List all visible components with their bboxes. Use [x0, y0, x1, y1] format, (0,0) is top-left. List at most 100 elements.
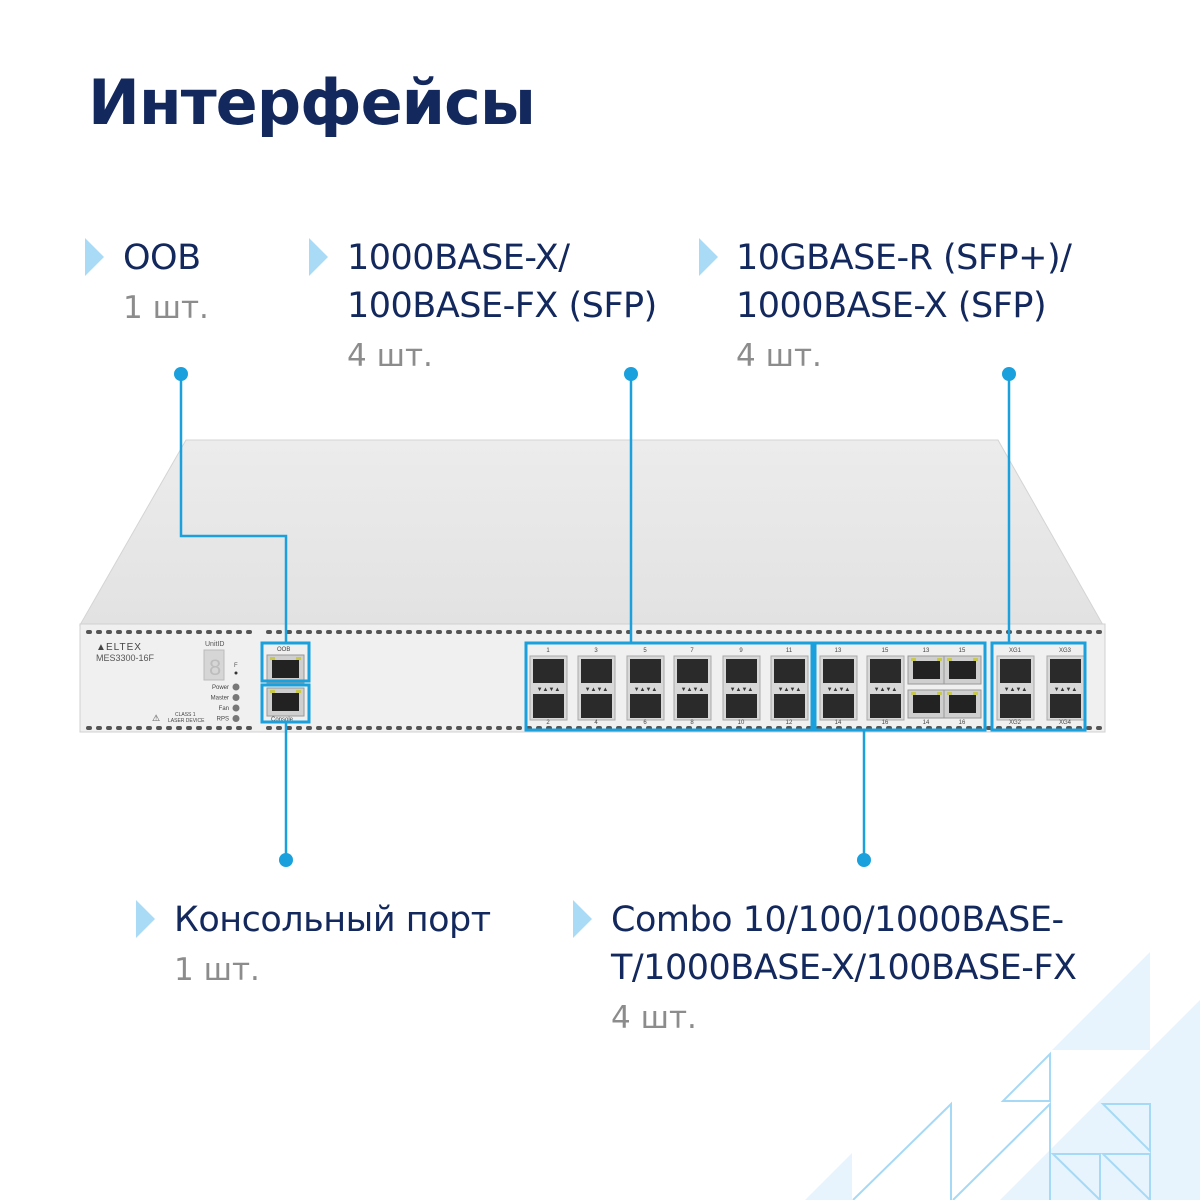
sfp-port-cage-bottom — [726, 694, 757, 718]
vent-hole — [226, 726, 232, 730]
vent-hole — [306, 630, 312, 634]
port-number: 10 — [738, 720, 745, 726]
port-arrows-icon: ▼▲▼▲ — [537, 687, 561, 693]
vent-hole — [126, 630, 132, 634]
vent-hole — [516, 726, 522, 730]
led-label: Fan — [219, 706, 229, 712]
vent-hole — [266, 630, 272, 634]
port-arrows-icon: ▼▲▼▲ — [1054, 687, 1078, 693]
vent-hole — [926, 630, 932, 634]
vent-hole — [416, 726, 422, 730]
vent-hole — [476, 630, 482, 634]
vent-hole — [806, 630, 812, 634]
vent-hole — [366, 726, 372, 730]
vent-hole — [676, 630, 682, 634]
vent-hole — [936, 630, 942, 634]
svg-text:Console: Console — [271, 717, 294, 723]
port-arrows-icon: ▼▲▼▲ — [778, 687, 802, 693]
vent-hole — [736, 630, 742, 634]
vent-hole — [476, 726, 482, 730]
link-led — [947, 658, 952, 661]
link-led — [270, 657, 275, 660]
vent-hole — [196, 726, 202, 730]
port-arrows-icon: ▼▲▼▲ — [827, 687, 851, 693]
port-number: XG2 — [1009, 720, 1022, 726]
vent-hole — [696, 630, 702, 634]
port-arrows-icon: ▼▲▼▲ — [1004, 687, 1028, 693]
sfp-port-cage-top — [677, 659, 708, 683]
vent-hole — [1046, 630, 1052, 634]
callout-marker-sfpplus-icon — [699, 238, 718, 276]
port-number: 4 — [594, 720, 598, 726]
vent-hole — [96, 726, 102, 730]
vent-hole — [916, 630, 922, 634]
vent-hole — [166, 726, 172, 730]
vent-hole — [1056, 630, 1062, 634]
vent-hole — [466, 726, 472, 730]
vent-hole — [726, 630, 732, 634]
vent-hole — [206, 630, 212, 634]
unit-id-display — [203, 649, 225, 681]
link-led — [911, 692, 916, 695]
vent-hole — [706, 630, 712, 634]
port-number: 14 — [835, 720, 842, 726]
sfp-port-cage-top — [630, 659, 661, 683]
vent-hole — [456, 726, 462, 730]
vent-hole — [986, 630, 992, 634]
callout-count: 4 шт. — [611, 1000, 697, 1036]
vent-hole — [226, 630, 232, 634]
vent-hole — [266, 726, 272, 730]
oob-port-socket — [272, 660, 299, 678]
sfp-port-cage-top — [726, 659, 757, 683]
vent-hole — [326, 630, 332, 634]
vent-hole — [426, 630, 432, 634]
vent-hole — [616, 630, 622, 634]
combo-callout-dot — [857, 853, 871, 867]
vent-hole — [276, 726, 282, 730]
oob-callout-dot — [174, 367, 188, 381]
vent-hole — [116, 630, 122, 634]
callout-label: Combo 10/100/1000BASE- — [611, 900, 1064, 940]
callout-count: 4 шт. — [347, 338, 433, 374]
vent-hole — [466, 630, 472, 634]
vent-hole — [1076, 630, 1082, 634]
sfp-port-cage-bottom — [581, 694, 612, 718]
vent-hole — [236, 630, 242, 634]
vent-hole — [196, 630, 202, 634]
vent-hole — [416, 630, 422, 634]
port-number: 1 — [546, 648, 550, 654]
port-number: 16 — [882, 720, 889, 726]
link-led — [937, 658, 942, 661]
svg-text:▲: ▲ — [96, 642, 106, 653]
unit-id-label: UnitID — [205, 641, 224, 648]
vent-hole — [246, 726, 252, 730]
port-arrows-icon: ▼▲▼▲ — [681, 687, 705, 693]
vent-hole — [896, 630, 902, 634]
vent-hole — [796, 630, 802, 634]
svg-text:F: F — [234, 663, 238, 669]
sfpplus-port-cage-top — [1000, 659, 1031, 683]
vent-hole — [956, 630, 962, 634]
vent-hole — [276, 630, 282, 634]
vent-hole — [546, 630, 552, 634]
oob-leader-line — [179, 374, 288, 643]
vent-hole — [1026, 630, 1032, 634]
vent-hole — [216, 726, 222, 730]
vent-hole — [116, 726, 122, 730]
port-number: 11 — [786, 648, 793, 654]
callout-label: T/1000BASE-X/100BASE-FX — [611, 948, 1077, 988]
combo-rj45-port-socket — [949, 695, 976, 713]
led-label: Power — [212, 685, 229, 691]
vent-hole — [216, 630, 222, 634]
vent-hole — [666, 630, 672, 634]
brand-logo: ▲ ELTEX — [96, 642, 141, 653]
sfp-port-cage-top — [581, 659, 612, 683]
vent-hole — [356, 726, 362, 730]
callout-label: OOB — [123, 238, 201, 278]
vent-hole — [536, 630, 542, 634]
vent-hole — [156, 726, 162, 730]
sfp-callout-dot — [624, 367, 638, 381]
port-number: 9 — [739, 648, 743, 654]
combo-rj45-port-socket — [949, 661, 976, 679]
